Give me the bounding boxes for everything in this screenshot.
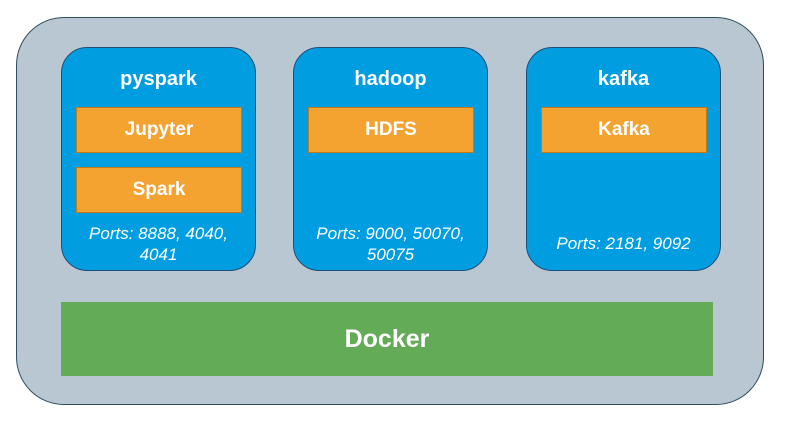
service-spark: Spark <box>76 167 242 213</box>
container-title: hadoop <box>354 68 427 90</box>
container-hadoop: hadoop HDFS Ports: 9000, 50070, 50075 <box>293 47 488 271</box>
service-hdfs: HDFS <box>308 107 474 153</box>
service-jupyter: Jupyter <box>76 107 242 153</box>
container-pyspark: pyspark Jupyter Spark Ports: 8888, 4040,… <box>61 47 256 271</box>
service-kafka: Kafka <box>541 107 707 153</box>
ports-label: Ports: 2181, 9092 <box>556 234 691 253</box>
ports-label: Ports: 8888, 4040, 4041 <box>89 224 228 264</box>
container-kafka: kafka Kafka Ports: 2181, 9092 <box>526 47 721 271</box>
ports-label: Ports: 9000, 50070, 50075 <box>316 224 465 264</box>
docker-platform-bar: Docker <box>61 302 713 376</box>
container-title: kafka <box>597 68 650 90</box>
container-title: pyspark <box>120 68 197 90</box>
